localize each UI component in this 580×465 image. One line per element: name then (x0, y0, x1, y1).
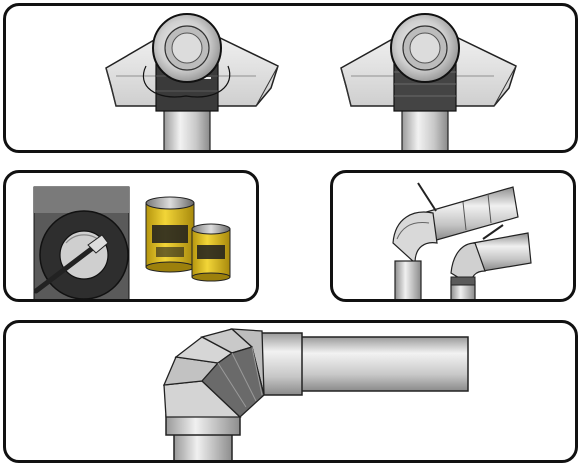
panel-mitered-elbow (3, 320, 578, 463)
elbow-lower (450, 224, 532, 299)
elbow-fittings-drawing (392, 182, 532, 299)
tee-fittings-drawing (105, 13, 517, 150)
panel-elbow-fittings (330, 170, 576, 302)
vertical-pipe (165, 414, 241, 460)
adhesive-can-large (145, 196, 195, 273)
panel-adhesive-application (3, 170, 259, 302)
brush-icon (33, 234, 109, 294)
tee-fitting-left (105, 13, 279, 150)
mitered-segments (162, 328, 265, 418)
adhesive-can-small (191, 223, 231, 282)
mitered-elbow-drawing (162, 328, 469, 460)
panel-tee-fittings (3, 3, 578, 153)
elbow-upper (392, 182, 519, 299)
horizontal-pipe (257, 332, 469, 396)
adhesive-drawing (33, 186, 231, 299)
tee-fitting-right (340, 13, 517, 150)
